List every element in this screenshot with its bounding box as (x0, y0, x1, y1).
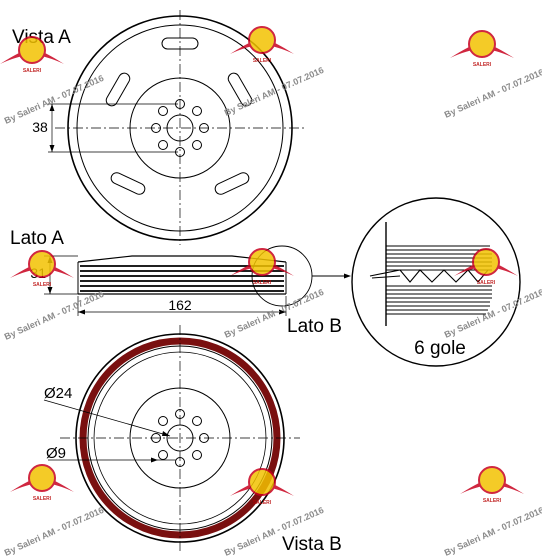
saleri-logo: SALERI (0, 36, 64, 74)
bolt-hole (192, 106, 202, 116)
slot (105, 72, 131, 107)
bolt-hole (192, 450, 202, 460)
bolt-hole-dimension: Ø9 (46, 445, 66, 462)
bolt-hole (158, 416, 168, 426)
bolt-hole (158, 106, 168, 116)
watermark-text: By Saleri AM - 07.07.2016 (443, 287, 542, 340)
logo-text: SALERI (253, 500, 272, 506)
center-bore-dimension: Ø24 (44, 385, 72, 402)
logo-text: SALERI (253, 280, 272, 286)
vista-a-view (48, 10, 305, 245)
logo-text: SALERI (473, 62, 492, 68)
saleri-logo: SALERI (454, 248, 518, 286)
slot (110, 172, 146, 195)
saleri-logo: SALERI (460, 466, 524, 504)
lato-a-label: Lato A (10, 228, 64, 249)
diameter-dimension: 162 (168, 297, 192, 313)
watermark-text: By Saleri AM - 07.07.2016 (443, 505, 542, 558)
watermark-logos: SALERI SALERI SALERI SALERI SALERI SALER… (0, 26, 524, 506)
watermark-text: By Saleri AM - 07.07.2016 (3, 73, 105, 126)
bolt-hole (158, 450, 168, 460)
saleri-logo: SALERI (10, 250, 74, 288)
saleri-logo: SALERI (10, 464, 74, 502)
watermark-text: By Saleri AM - 07.07.2016 (3, 505, 105, 558)
bolt-hole (192, 140, 202, 150)
logo-text: SALERI (477, 280, 496, 286)
watermark-text: By Saleri AM - 07.07.2016 (3, 289, 105, 342)
logo-text: SALERI (253, 58, 272, 64)
slot (214, 172, 250, 195)
slot (227, 72, 253, 107)
bolt-hole (192, 416, 202, 426)
saleri-logo: SALERI (230, 468, 294, 506)
vista-b-label: Vista B (282, 534, 342, 555)
saleri-logo: SALERI (450, 30, 514, 68)
detail-circle (351, 197, 521, 367)
logo-text: SALERI (33, 496, 52, 502)
watermark-text: By Saleri AM - 07.07.2016 (223, 65, 325, 118)
side-view (44, 245, 351, 316)
bolt-circle-dimension: 38 (32, 119, 48, 135)
vista-b-view (43, 325, 300, 552)
detail-zigzag (369, 269, 489, 283)
logo-text: SALERI (23, 68, 42, 74)
saleri-logo: SALERI (230, 248, 294, 286)
logo-text: SALERI (33, 282, 52, 288)
grooves-label: 6 gole (414, 338, 466, 359)
logo-text: SALERI (483, 498, 502, 504)
watermark-text: By Saleri AM - 07.07.2016 (443, 67, 542, 120)
saleri-logo: SALERI (230, 26, 294, 64)
bolt-hole (158, 140, 168, 150)
pulley-grooves (80, 265, 284, 292)
lato-b-label: Lato B (287, 316, 342, 337)
